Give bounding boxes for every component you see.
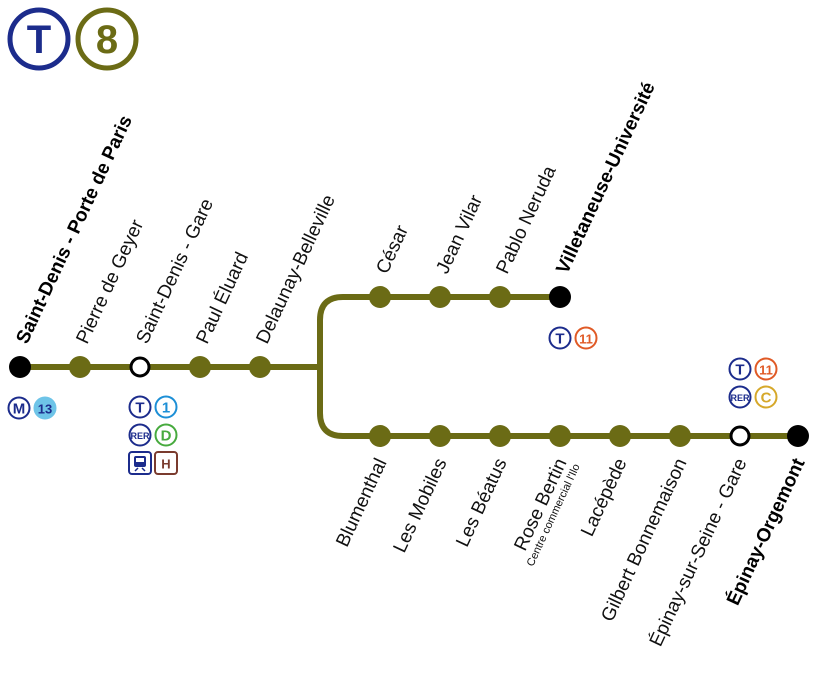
station-marker-blumenthal xyxy=(369,425,391,447)
rer-d-icon: D xyxy=(154,423,178,447)
tram-icon-label: T xyxy=(735,362,744,379)
tram-icon-label: T xyxy=(135,400,144,417)
hospital-icon: H xyxy=(154,451,178,475)
station-label-paul-eluard: Paul Éluard xyxy=(192,249,253,347)
tram-11-icon-label: 11 xyxy=(759,363,773,378)
tram-11-icon-label: 11 xyxy=(579,332,593,347)
station-marker-pablo-neruda xyxy=(489,286,511,308)
station-marker-villetaneuse-universite xyxy=(549,286,571,308)
station-marker-les-beatus xyxy=(489,425,511,447)
station-marker-paul-eluard xyxy=(189,356,211,378)
tram-11-icon: 11 xyxy=(754,357,778,381)
station-label-jean-vilar: Jean Vilar xyxy=(432,191,487,277)
station-label-les-mobiles: Les Mobiles xyxy=(390,455,452,556)
station-label-lacepede: Lacépède xyxy=(577,455,631,540)
tram-1-icon: 1 xyxy=(154,395,178,419)
station-label-blumenthal: Blumenthal xyxy=(332,455,391,550)
rer-c-icon: C xyxy=(754,385,778,409)
station-label-les-beatus: Les Béatus xyxy=(452,455,511,550)
line-8-icon: 8 xyxy=(75,7,139,71)
tram-11-icon: 11 xyxy=(574,326,598,350)
station-marker-epinay-orgemont xyxy=(787,425,809,447)
station-marker-jean-vilar xyxy=(429,286,451,308)
rer-c-icon-label: C xyxy=(761,390,772,407)
metro-13-icon-label: 13 xyxy=(38,402,52,417)
rer-icon-label: RER xyxy=(730,393,750,403)
station-marker-les-mobiles xyxy=(429,425,451,447)
station-marker-lacepede xyxy=(609,425,631,447)
tram-icon: T xyxy=(728,357,752,381)
metro-icon: M xyxy=(7,396,31,420)
station-marker-epinay-sur-seine-gare xyxy=(729,425,751,447)
tram-1-icon-label: 1 xyxy=(162,400,170,417)
tram-mode-icon: T xyxy=(7,7,71,71)
station-label-villetaneuse-universite: Villetaneuse-Université xyxy=(552,79,659,277)
station-marker-gilbert-bonnemaison xyxy=(669,425,691,447)
rer-icon: RER xyxy=(128,423,152,447)
tram-icon: T xyxy=(128,395,152,419)
station-marker-cesar xyxy=(369,286,391,308)
station-marker-rose-bertin xyxy=(549,425,571,447)
rer-icon-label: RER xyxy=(130,431,150,441)
station-marker-delaunay-belleville xyxy=(249,356,271,378)
train-icon xyxy=(128,451,152,475)
station-marker-saint-denis-gare xyxy=(129,356,151,378)
metro-icon-label: M xyxy=(13,401,26,418)
station-marker-pierre-de-geyer xyxy=(69,356,91,378)
hospital-icon-label: H xyxy=(161,457,170,472)
line-badge-text: 8 xyxy=(96,18,118,62)
station-marker-saint-denis-porte-de-paris xyxy=(9,356,31,378)
tram-icon-label: T xyxy=(555,331,564,348)
station-label-delaunay-belleville: Delaunay-Belleville xyxy=(252,192,339,347)
metro-13-icon: 13 xyxy=(33,396,57,420)
mode-badge-text: T xyxy=(27,18,51,62)
tram-icon: T xyxy=(548,326,572,350)
station-label-saint-denis-porte-de-paris: Saint-Denis - Porte de Paris xyxy=(12,112,136,347)
rer-d-icon-label: D xyxy=(161,428,172,445)
station-label-pablo-neruda: Pablo Neruda xyxy=(492,163,560,278)
rer-icon: RER xyxy=(728,385,752,409)
station-label-cesar: César xyxy=(372,222,413,277)
